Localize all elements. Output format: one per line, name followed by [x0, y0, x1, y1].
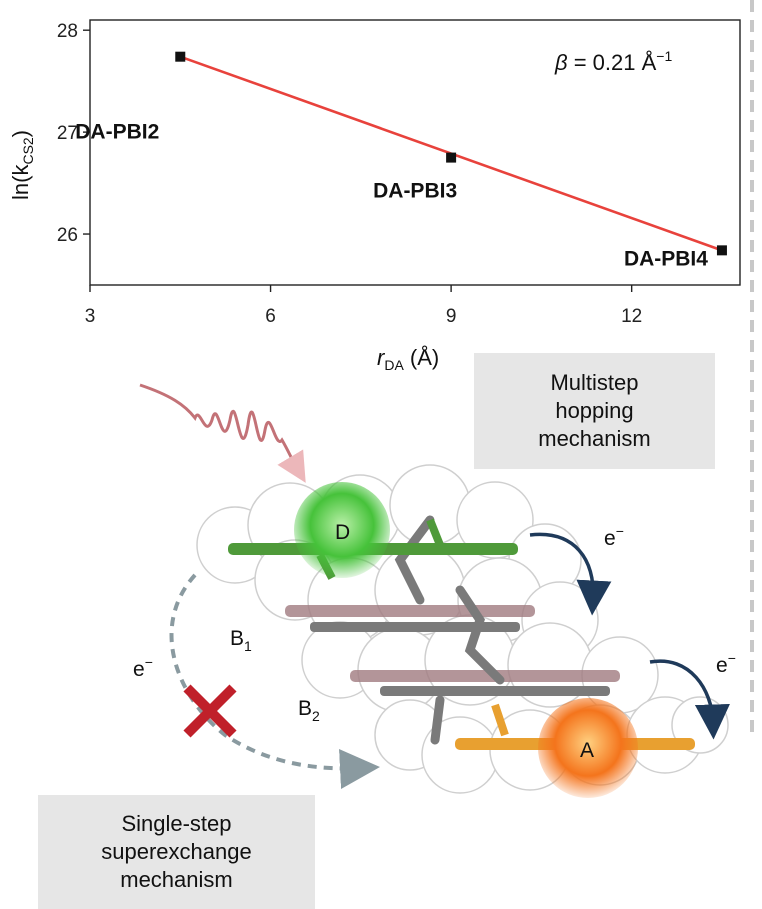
- hopping-mechanism-box: Multistep hopping mechanism: [474, 353, 715, 469]
- hop-arrow-2: [649, 659, 730, 740]
- hopping-line-1: Multistep: [550, 370, 639, 395]
- electron-label-top: e−: [604, 523, 624, 550]
- hop-arrow-1: [529, 532, 612, 616]
- superexchange-arrow: [169, 573, 380, 789]
- x-tick-label: 3: [85, 306, 96, 327]
- acceptor-sphere: A: [538, 698, 638, 798]
- data-point: [716, 245, 727, 256]
- point-label: DA-PBI2: [75, 121, 159, 144]
- plot-border: [89, 19, 741, 286]
- superexchange-line-2: superexchange: [101, 839, 252, 864]
- y-tick-label: 26: [57, 225, 78, 246]
- blocked-cross-icon: [183, 684, 237, 738]
- point-label: DA-PBI4: [624, 247, 708, 270]
- svg-text:D: D: [335, 521, 350, 544]
- superexchange-line-3: mechanism: [120, 867, 233, 892]
- svg-text:A: A: [580, 739, 594, 762]
- x-tick-label: 9: [446, 306, 457, 327]
- data-point: [446, 152, 457, 163]
- plot-frame: [89, 19, 741, 286]
- hopping-line-2: hopping: [555, 398, 634, 423]
- x-tick-label: 6: [265, 306, 276, 327]
- tick-layer: 3 6 9 12 26 27 28: [57, 21, 642, 327]
- y-tick-label: 28: [57, 21, 78, 42]
- donor-sphere: D: [294, 482, 390, 578]
- bridge-2-label: B2: [298, 697, 320, 724]
- hopping-line-3: mechanism: [538, 426, 651, 451]
- x-tick-label: 12: [621, 306, 642, 327]
- y-tick-label: 27: [57, 123, 78, 144]
- superexchange-line-1: Single-step: [121, 811, 232, 836]
- beta-annotation: β = 0.21 Å−1: [554, 48, 672, 75]
- pink-bridge-layer-2: [350, 670, 620, 696]
- light-wave-icon: [139, 383, 306, 483]
- point-label: DA-PBI3: [373, 180, 457, 203]
- x-axis-title: rDA (Å): [377, 345, 439, 370]
- electron-label-left: e−: [133, 654, 153, 681]
- data-point: [175, 51, 186, 62]
- bridge-1-label: B1: [230, 627, 252, 654]
- electron-label-right: e−: [716, 650, 736, 677]
- y-axis-title: ln(kCS2): [8, 130, 36, 200]
- gray-linker: [394, 515, 505, 745]
- points-layer: [175, 51, 727, 256]
- superexchange-mechanism-box: Single-step superexchange mechanism: [38, 795, 315, 909]
